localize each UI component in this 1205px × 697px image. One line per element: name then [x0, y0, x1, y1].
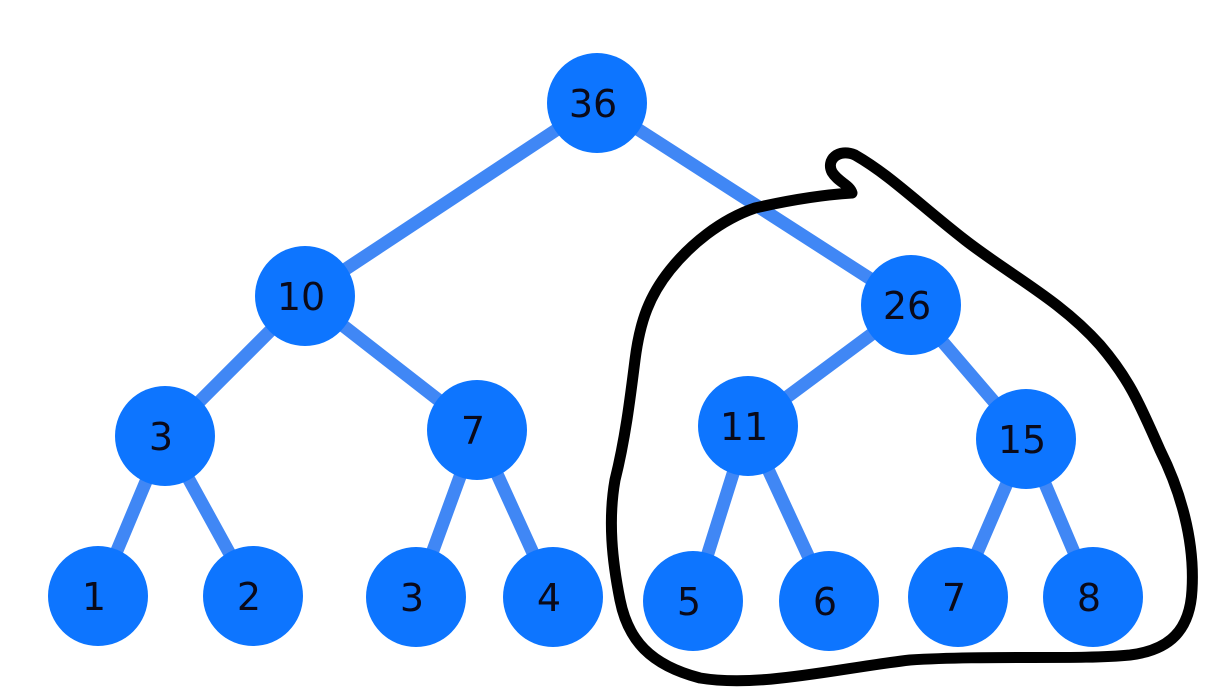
tree-node-circle: [547, 53, 647, 153]
tree-node-label: 11: [720, 405, 768, 449]
tree-node-n36: 36: [547, 53, 647, 153]
tree-node-n4: 4: [503, 547, 603, 647]
tree-edge-n36-n10: [298, 96, 604, 303]
tree-node-n15: 15: [976, 389, 1076, 489]
tree-node-circle: [779, 551, 879, 651]
tree-node-label: 7: [942, 576, 966, 620]
tree-node-n3a: 3: [115, 386, 215, 486]
tree-node-n5: 5: [643, 551, 743, 651]
tree-node-label: 15: [998, 418, 1046, 462]
tree-node-circle: [366, 547, 466, 647]
tree-node-n26: 26: [861, 255, 961, 355]
tree-node-circle: [1043, 547, 1143, 647]
tree-node-circle: [698, 376, 798, 476]
tree-node-n1: 1: [48, 546, 148, 646]
tree-node-circle: [115, 386, 215, 486]
tree-node-circle: [255, 246, 355, 346]
tree-node-label: 10: [277, 275, 325, 319]
tree-node-circle: [861, 255, 961, 355]
tree-node-label: 2: [237, 575, 261, 619]
tree-node-label: 8: [1077, 576, 1101, 620]
tree-node-label: 26: [883, 284, 931, 328]
tree-node-circle: [643, 551, 743, 651]
tree-node-n6: 6: [779, 551, 879, 651]
tree-node-label: 1: [82, 575, 106, 619]
tree-node-n11: 11: [698, 376, 798, 476]
tree-node-circle: [203, 546, 303, 646]
tree-node-circle: [908, 547, 1008, 647]
tree-node-label: 5: [677, 580, 701, 624]
tree-node-n7b: 7: [908, 547, 1008, 647]
edges-layer: [91, 96, 1100, 608]
tree-node-label: 4: [537, 576, 561, 620]
tree-node-circle: [976, 389, 1076, 489]
nodes-layer: 36 10 26 3 7 11 15 1 2 3 4 5 6 7 8: [48, 53, 1143, 651]
tree-node-n2: 2: [203, 546, 303, 646]
tree-node-label: 3: [400, 576, 424, 620]
tree-node-n7a: 7: [427, 380, 527, 480]
subtree-highlight-outline: [605, 147, 1198, 687]
tree-node-label: 3: [149, 415, 173, 459]
tree-node-n3b: 3: [366, 547, 466, 647]
tree-node-label: 7: [461, 409, 485, 453]
tree-node-label: 6: [813, 580, 837, 624]
tree-node-circle: [427, 380, 527, 480]
tree-node-circle: [48, 546, 148, 646]
tree-node-circle: [503, 547, 603, 647]
tree-node-n10: 10: [255, 246, 355, 346]
tree-node-label: 36: [569, 82, 617, 126]
tree-node-n8: 8: [1043, 547, 1143, 647]
